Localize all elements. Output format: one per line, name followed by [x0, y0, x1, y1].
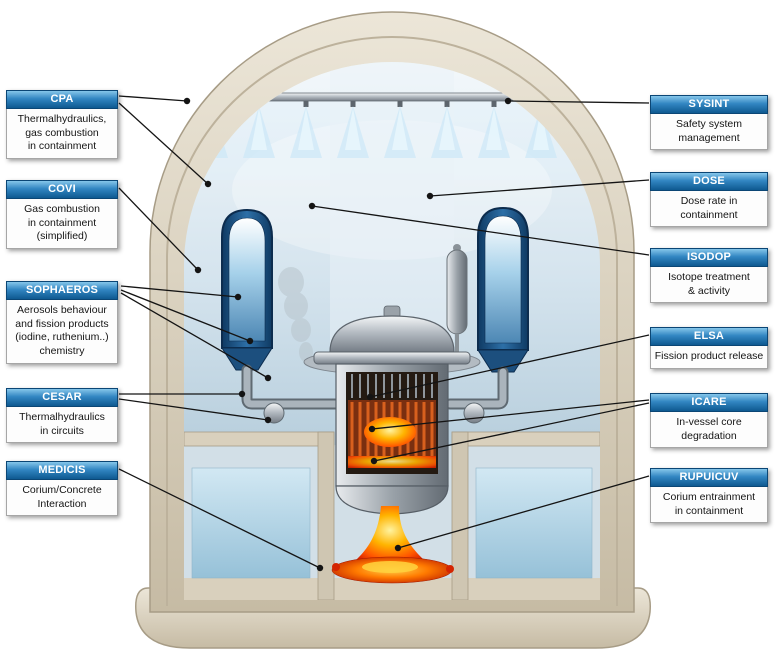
leader-dots — [183, 97, 512, 572]
accumulator — [446, 244, 468, 356]
module-name: ELSA — [650, 327, 768, 346]
module-name: ICARE — [650, 393, 768, 412]
module-label-cesar: CESAR Thermalhydraulics in circuits — [6, 388, 118, 444]
module-name: ISODOP — [650, 248, 768, 267]
module-description: Corium entrainment in containment — [650, 487, 768, 524]
steam-plume — [278, 267, 313, 362]
module-label-rupuicuv: RUPUICUV Corium entrainment in containme… — [650, 468, 768, 524]
module-label-elsa: ELSA Fission product release — [650, 327, 768, 369]
module-label-sysint: SYSINT Safety system management — [650, 95, 768, 151]
module-description: Corium/Concrete Interaction — [6, 480, 118, 517]
water-pool-right — [475, 467, 593, 579]
module-label-dose: DOSE Dose rate in containment — [650, 172, 768, 228]
right-tank — [477, 206, 529, 373]
module-label-sophaeros: SOPHAEROS Aerosols behaviour and fission… — [6, 281, 118, 364]
leader-lines — [118, 95, 650, 569]
module-label-isodop: ISODOP Isotope treatment & activity — [650, 248, 768, 304]
module-label-icare: ICARE In-vessel core degradation — [650, 393, 768, 449]
containment-interior — [184, 62, 600, 600]
module-label-cpa: CPA Thermalhydraulics, gas combustion in… — [6, 90, 118, 159]
module-label-covi: COVI Gas combustion in containment (simp… — [6, 180, 118, 249]
module-name: RUPUICUV — [650, 468, 768, 487]
module-description: Thermalhydraulics in circuits — [6, 407, 118, 444]
module-description: Gas combustion in containment (simplifie… — [6, 199, 118, 249]
core-cutaway — [346, 372, 438, 474]
reactor-vessel — [303, 305, 481, 515]
left-tank — [221, 208, 273, 371]
corium-flow — [331, 506, 454, 584]
module-description: Fission product release — [650, 346, 768, 369]
module-label-medicis: MEDICIS Corium/Concrete Interaction — [6, 461, 118, 517]
module-name: SOPHAEROS — [6, 281, 118, 300]
module-name: DOSE — [650, 172, 768, 191]
molten-core-blob — [364, 417, 416, 447]
module-description: Isotope treatment & activity — [650, 267, 768, 304]
module-name: SYSINT — [650, 95, 768, 114]
pump-right — [463, 402, 485, 424]
module-name: CPA — [6, 90, 118, 109]
module-description: Safety system management — [650, 114, 768, 151]
water-pool-left — [191, 467, 311, 579]
module-description: Aerosols behaviour and fission products … — [6, 300, 118, 364]
module-description: Thermalhydraulics, gas combustion in con… — [6, 109, 118, 159]
module-description: Dose rate in containment — [650, 191, 768, 228]
module-name: MEDICIS — [6, 461, 118, 480]
module-description: In-vessel core degradation — [650, 412, 768, 449]
module-name: COVI — [6, 180, 118, 199]
module-name: CESAR — [6, 388, 118, 407]
